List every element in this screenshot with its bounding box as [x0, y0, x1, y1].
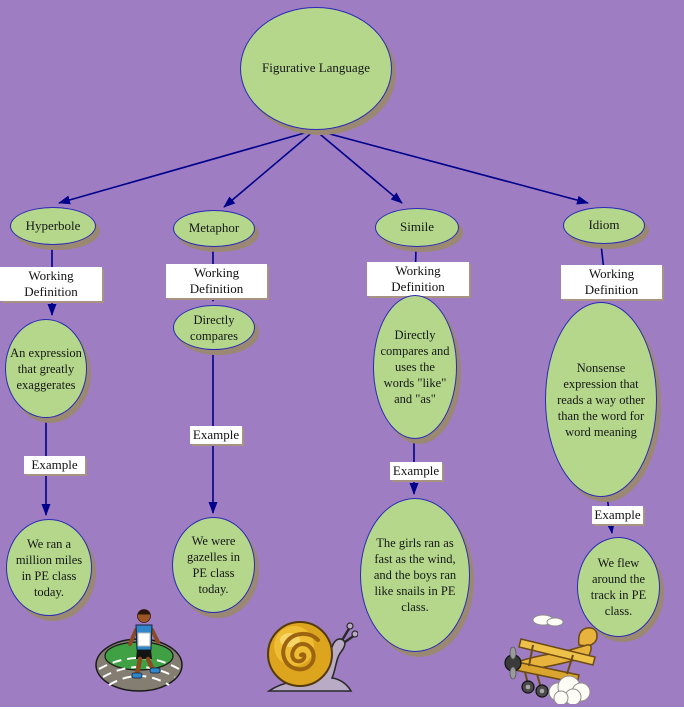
- node-label: Simile: [400, 219, 434, 235]
- node-metaphor: Metaphor: [173, 210, 255, 247]
- node-label: Directly compares: [190, 312, 238, 343]
- node-label: We ran a million miles in PE class today…: [15, 536, 83, 599]
- working-definition-label-idiom: Working Definition: [561, 265, 662, 299]
- working-definition-label-metaphor: Working Definition: [166, 264, 267, 298]
- node-label: We were gazelles in PE class today.: [186, 534, 241, 596]
- example-label-simile: Example: [390, 462, 442, 480]
- node-idiom-example: We flew around the track in PE class.: [577, 537, 660, 637]
- node-label: Directly compares and uses the words "li…: [380, 328, 450, 406]
- big-cloud: [548, 675, 591, 706]
- node-label: We flew around the track in PE class.: [590, 556, 647, 618]
- node-figurative-language: Figurative Language: [240, 7, 392, 130]
- example-label-idiom: Example: [592, 506, 643, 524]
- node-simile-example: The girls ran as fast as the wind, and t…: [360, 498, 470, 652]
- biplane-clipart: [503, 612, 605, 706]
- node-metaphor-example: We were gazelles in PE class today.: [172, 517, 255, 613]
- node-idiom: Idiom: [563, 207, 645, 244]
- node-idiom-definition: Nonsense expression that reads a way oth…: [545, 302, 657, 497]
- connector: [58, 129, 316, 205]
- node-simile-definition: Directly compares and uses the words "li…: [373, 295, 457, 439]
- node-hyperbole: Hyperbole: [10, 207, 96, 245]
- example-label-metaphor: Example: [190, 426, 242, 444]
- working-definition-label-hyperbole: Working Definition: [0, 267, 102, 301]
- node-title-text: Figurative Language: [262, 60, 370, 76]
- node-metaphor-definition: Directly compares: [173, 305, 255, 350]
- working-definition-label-simile: Working Definition: [367, 262, 469, 296]
- node-label: Nonsense expression that reads a way oth…: [557, 360, 645, 439]
- node-label: Metaphor: [188, 220, 240, 236]
- snail-clipart: [262, 613, 359, 703]
- node-hyperbole-definition: An expression that greatly exaggerates: [5, 319, 87, 418]
- node-simile: Simile: [375, 208, 459, 247]
- node-label: An expression that greatly exaggerates: [10, 345, 82, 392]
- connector: [314, 129, 403, 204]
- runner-clipart: [95, 603, 190, 693]
- node-label: Idiom: [588, 217, 620, 233]
- small-cloud: [532, 614, 564, 627]
- connector: [314, 129, 589, 205]
- connector: [223, 129, 316, 208]
- node-hyperbole-example: We ran a million miles in PE class today…: [6, 519, 92, 616]
- example-label-hyperbole: Example: [24, 456, 85, 474]
- node-label: Hyperbole: [25, 217, 81, 233]
- node-label: The girls ran as fast as the wind, and t…: [373, 536, 457, 614]
